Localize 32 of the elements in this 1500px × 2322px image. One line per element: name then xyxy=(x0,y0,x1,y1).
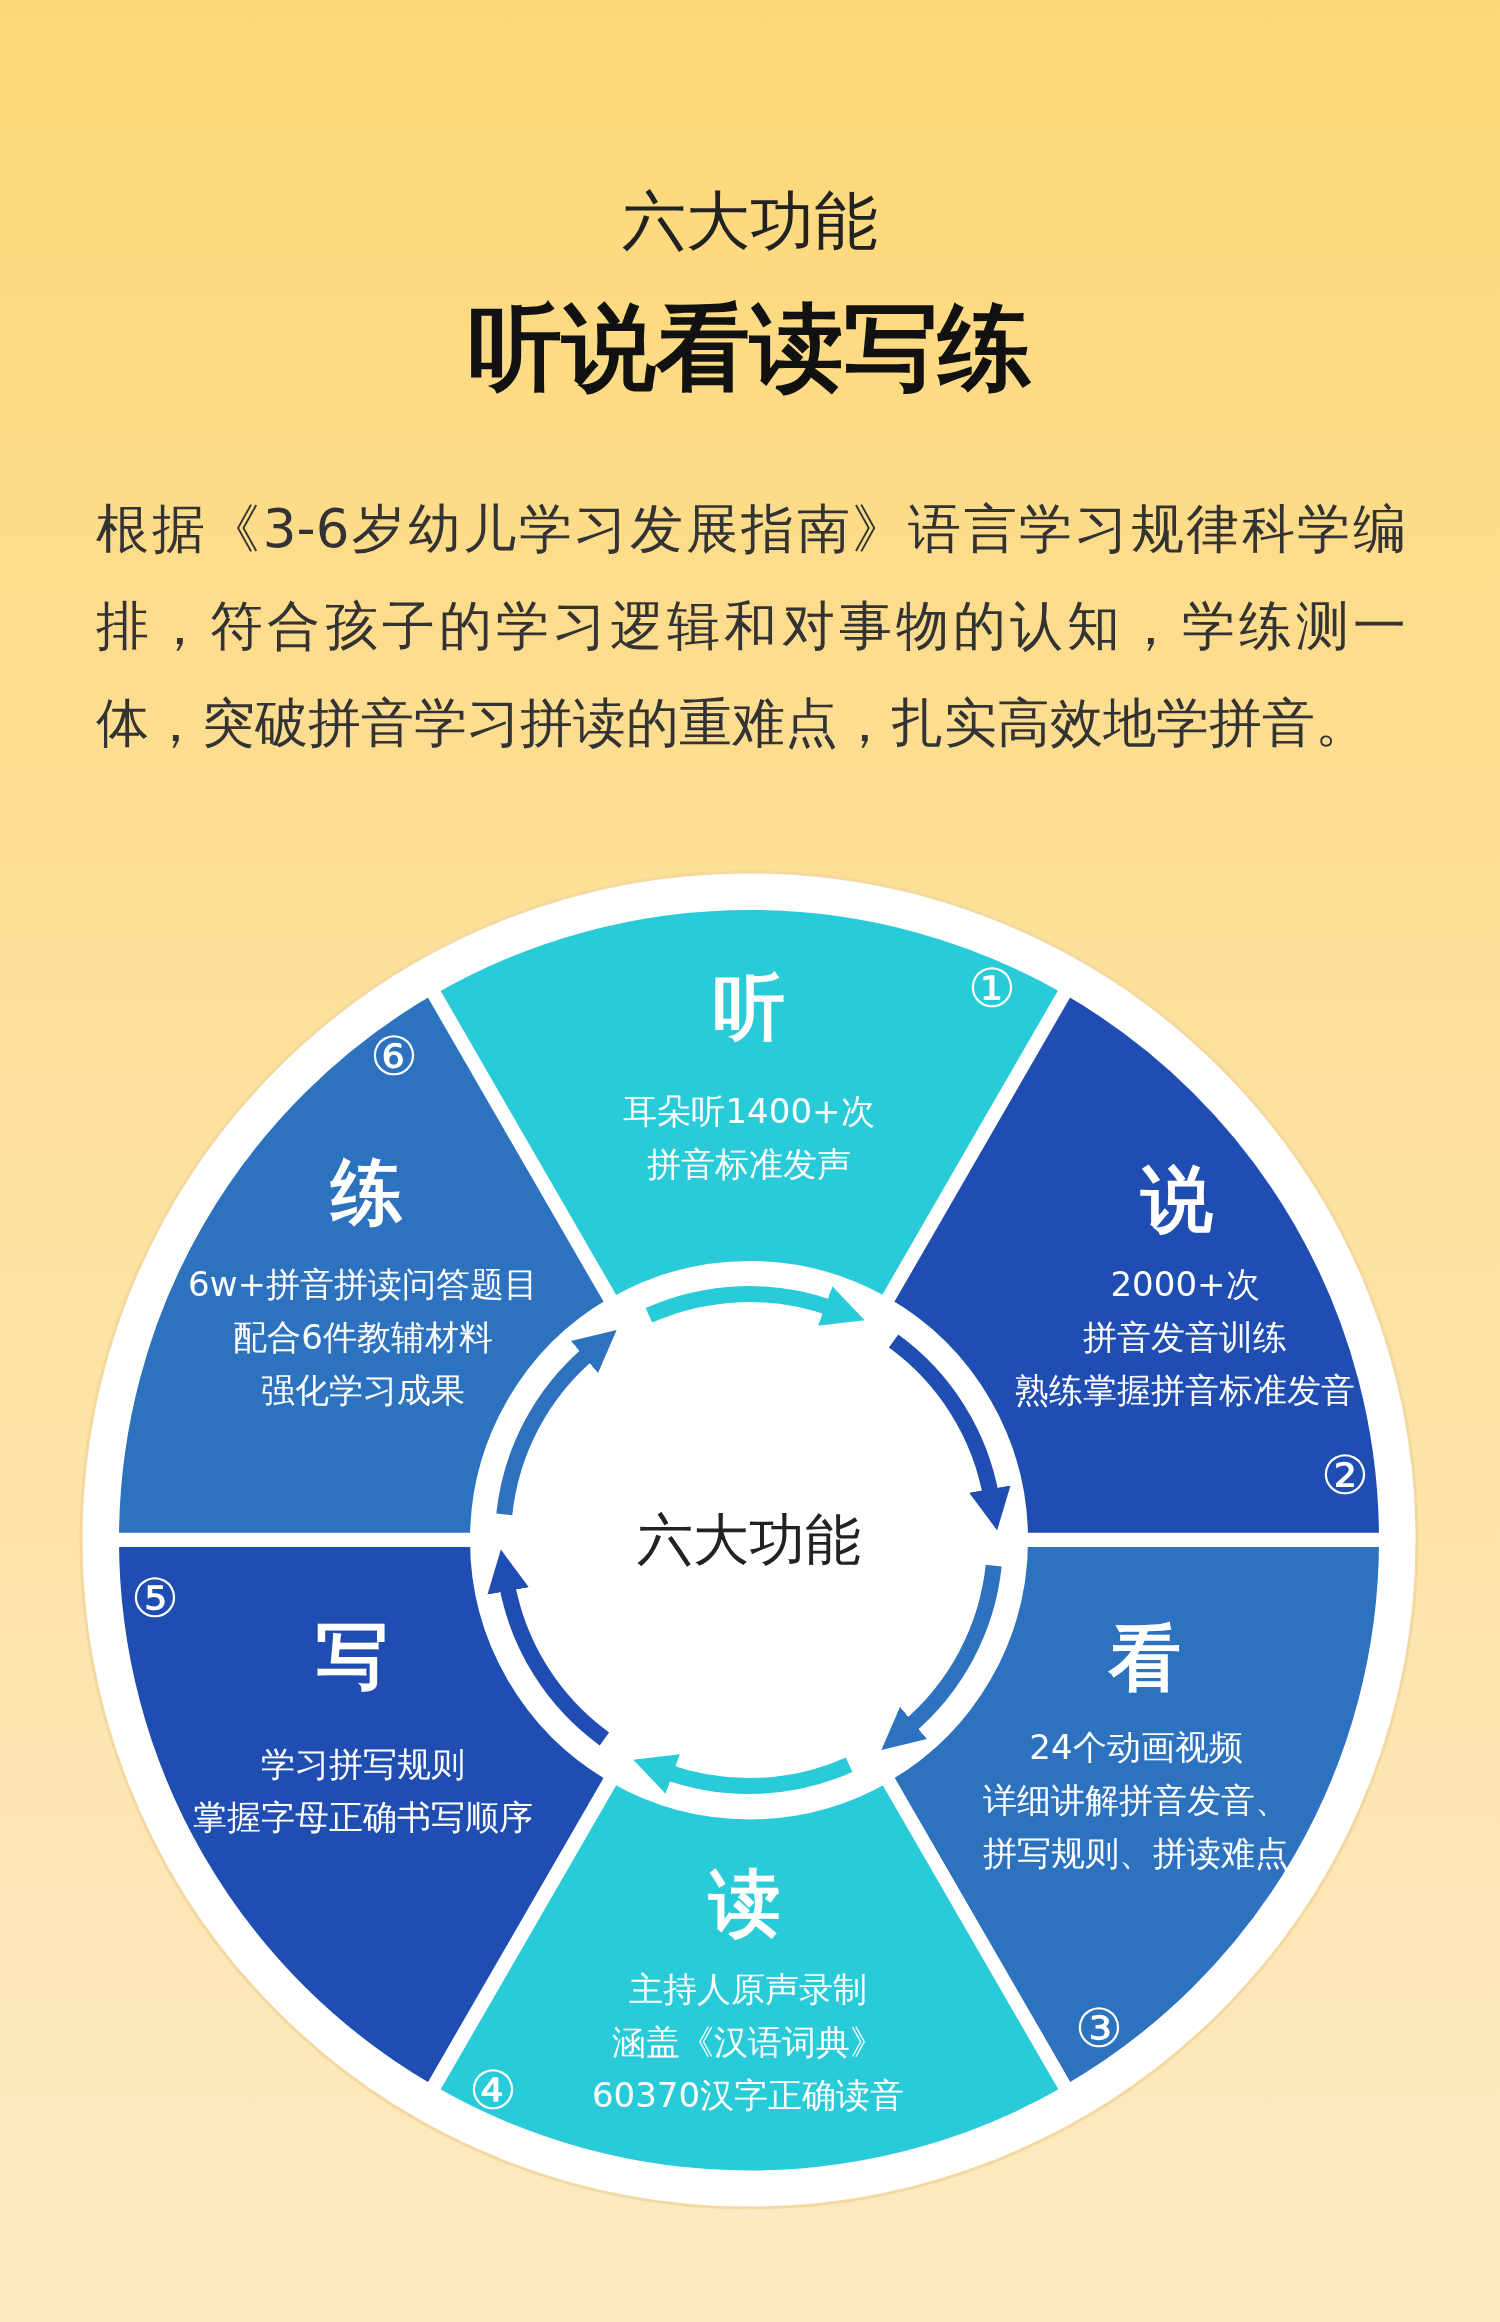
segment-description: 详细讲解拼音发音、 xyxy=(983,1783,1289,1817)
segment-description: 学习拼写规则 xyxy=(261,1747,465,1781)
segment-description: 主持人原声录制 xyxy=(629,1972,867,2006)
segment-description: 掌握字母正确书写顺序 xyxy=(193,1800,533,1834)
circled-number: ④ xyxy=(468,2064,518,2118)
circled-number: ③ xyxy=(1074,2002,1124,2056)
segment-description: 涵盖《汉语词典》 xyxy=(612,2025,884,2059)
segment-heading: 写 xyxy=(316,1620,388,1692)
segment-heading: 说 xyxy=(1141,1163,1213,1235)
segment-description: 熟练掌握拼音标准发音 xyxy=(1015,1373,1355,1407)
center-label: 六大功能 xyxy=(637,1512,861,1568)
segment-heading: 听 xyxy=(713,971,785,1043)
circled-number: ② xyxy=(1320,1449,1370,1503)
circled-number: ⑥ xyxy=(369,1030,419,1084)
segment-heading: 读 xyxy=(709,1867,781,1939)
subtitle: 听说看读写练 xyxy=(467,292,1033,404)
circled-number: ① xyxy=(967,962,1017,1016)
circled-number: ⑤ xyxy=(130,1572,180,1626)
segment-description: 耳朵听1400+次 xyxy=(623,1094,875,1128)
segment-heading: 看 xyxy=(1109,1622,1181,1694)
segment-description: 60370汉字正确读音 xyxy=(591,2078,905,2112)
segment-description: 拼音标准发声 xyxy=(647,1147,851,1181)
segment-heading: 练 xyxy=(331,1156,403,1228)
intro-paragraph: 根据《3-6岁幼儿学习发展指南》语言学习规律科学编排，符合孩子的学习逻辑和对事物的认知，学练测一体，突破拼音学习拼读的重难点，扎实高效地学拼音。 xyxy=(96,497,1406,755)
segment-description: 6w+拼音拼读问答题目 xyxy=(188,1267,538,1301)
segment-description: 拼写规则、拼读难点 xyxy=(983,1836,1289,1870)
segment-description: 强化学习成果 xyxy=(261,1373,465,1407)
segment-description: 24个动画视频 xyxy=(1029,1730,1243,1764)
title: 六大功能 xyxy=(621,183,879,260)
segment-description: 拼音发音训练 xyxy=(1083,1320,1287,1354)
segment-description: 2000+次 xyxy=(1110,1267,1260,1301)
segment-description: 配合6件教辅材料 xyxy=(233,1320,493,1354)
